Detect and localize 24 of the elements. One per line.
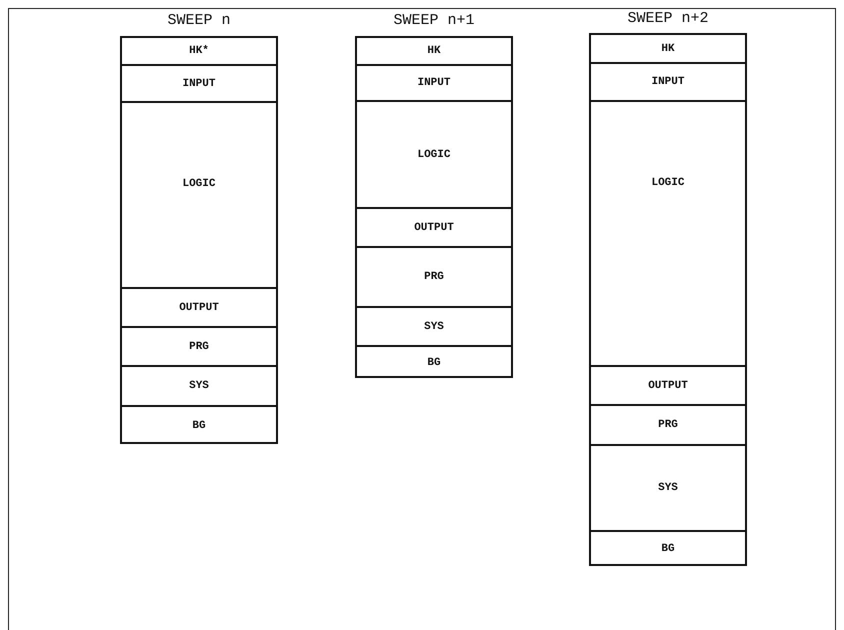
column-heading: SWEEP n+2 [626,10,710,27]
column-heading: SWEEP n+1 [392,12,476,29]
segment-label: INPUT [182,78,216,90]
segment-label: SYS [189,380,209,392]
segment-label: HK [427,45,441,57]
segment-label: OUTPUT [648,380,688,392]
column-heading: SWEEP n [166,12,232,29]
segment-label: PRG [189,340,209,352]
segment-label: OUTPUT [179,302,219,314]
segment-label: LOGIC [182,178,216,190]
segment-label: OUTPUT [414,222,454,234]
segment-label: LOGIC [417,148,450,160]
segment-label: HK [661,42,675,54]
segment-label: INPUT [417,77,450,89]
segment-label: HK* [189,45,209,57]
segment-label: BG [661,543,675,555]
segment-label: PRG [424,271,444,283]
segment-label: LOGIC [651,177,684,189]
segment-label: INPUT [651,76,684,88]
segment-label: PRG [658,419,678,431]
segment-label: SYS [658,482,678,494]
segment-label: BG [427,356,441,368]
segment-label: BG [192,420,206,432]
segment-label: SYS [424,320,444,332]
